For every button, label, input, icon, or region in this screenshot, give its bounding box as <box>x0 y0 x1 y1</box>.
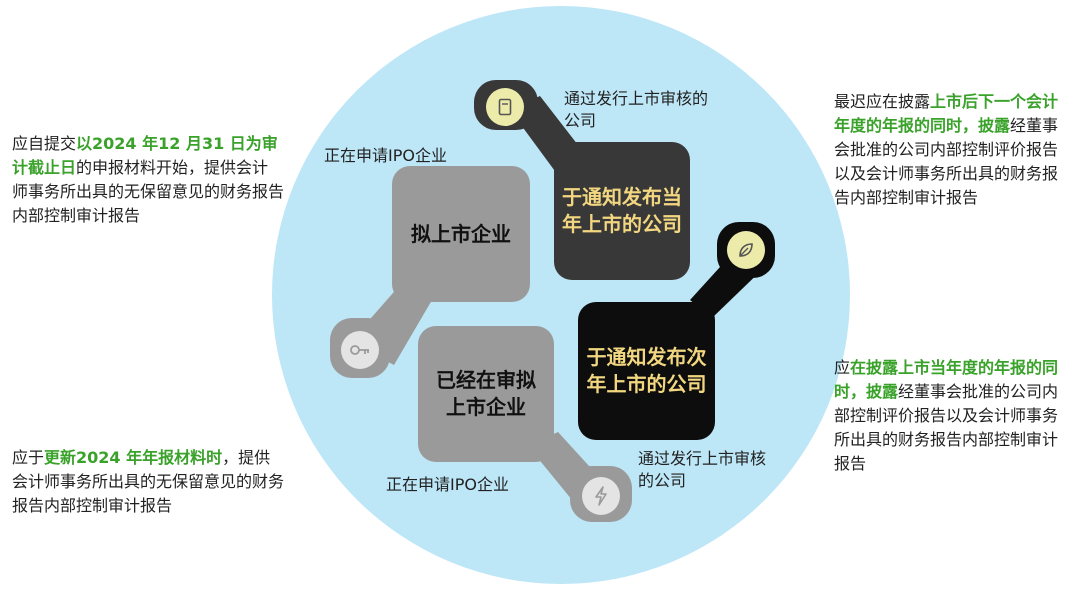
lightning-icon <box>582 477 620 515</box>
note-text: 最迟应在披露 <box>834 92 931 111</box>
right-note-top: 最迟应在披露上市后下一个会计年度的年报的同时，披露经董事会批准的公司内部控制评价… <box>834 90 1060 210</box>
leaf-icon <box>727 231 765 269</box>
background-circle <box>272 6 850 584</box>
note-highlight: 以2024 年12 月31 日为审计截止日 <box>12 134 278 177</box>
note-text: 经董事会批准的公司内部控制评价报告以及会计师事务所出具的财务报告内部控制审计报告 <box>834 116 1059 207</box>
applying-label-bottom: 正在申请IPO企业 <box>386 475 509 494</box>
key-icon <box>341 331 379 369</box>
note-text: ，提供会计师事务所出具的无保留意见的财务报告内部控制审计报告 <box>12 448 285 515</box>
right-note-bottom: 应在披露上市当年度的年报的同时，披露经董事会批准的公司内部控制评价报告以及会计师… <box>834 356 1060 476</box>
note-text: 经董事会批准的公司内部控制评价报告以及会计师事务所出具的财务报告内部控制审计报告 <box>834 382 1059 473</box>
note-text: 应自提交 <box>12 134 77 153</box>
note-text: 的申报材料开始，提供会计师事务所出具的无保留意见的财务报告内部控制审计报告 <box>12 158 285 225</box>
note-highlight: 上市后下一个会计年度的年报的同时，披露 <box>834 92 1059 135</box>
next-year-box-label: 于通知发布次年上市的公司 <box>586 345 707 396</box>
left-note-top: 应自提交以2024 年12 月31 日为审计截止日的申报材料开始，提供会计师事务… <box>12 132 284 228</box>
note-highlight: 更新2024 年年报材料时 <box>44 448 223 467</box>
document-icon <box>486 88 524 126</box>
passed-label-top: 通过发行上市审核的公司 <box>564 89 709 130</box>
left-note-bottom: 应于更新2024 年年报材料时，提供会计师事务所出具的无保留意见的财务报告内部控… <box>12 446 284 518</box>
passed-label-bottom: 通过发行上市审核的公司 <box>638 449 767 490</box>
review-box-label: 已经在审拟上市企业 <box>436 368 536 419</box>
this-year-box-label: 于通知发布当年上市的公司 <box>562 185 682 236</box>
proposed-box-label: 拟上市企业 <box>411 221 511 246</box>
note-text: 应 <box>834 358 851 377</box>
note-text: 应于 <box>12 448 45 467</box>
applying-label-top: 正在申请IPO企业 <box>324 146 447 165</box>
note-highlight: 在披露上市当年度的年报的同时，披露 <box>834 358 1059 401</box>
